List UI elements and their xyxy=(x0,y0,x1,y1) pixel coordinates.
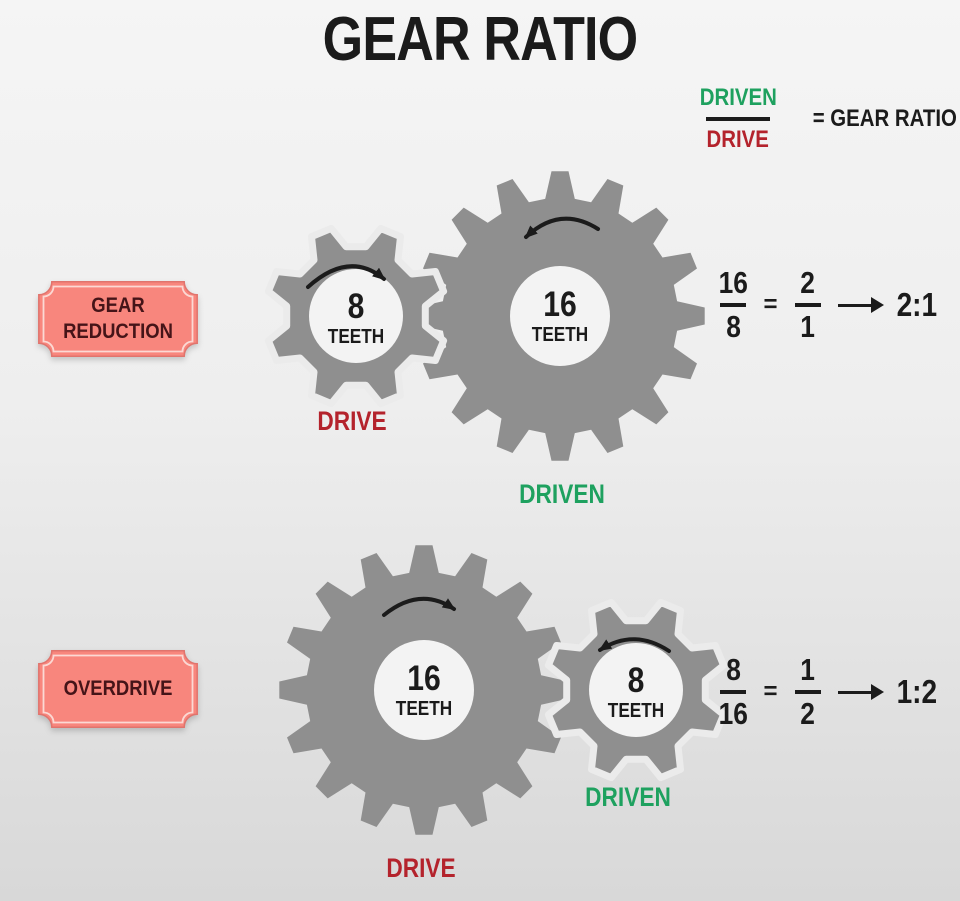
gear-ratio-formula-legend: DRIVEN DRIVE = GEAR RATIO xyxy=(692,84,960,154)
driven-gear-row1-hole xyxy=(510,266,610,366)
rotation-arrow-counterclockwise-row1 xyxy=(524,216,600,239)
drive-gear-row2-hole xyxy=(374,640,474,740)
drive-gear-teeth-row2: 16 TEETH xyxy=(396,661,452,719)
overdrive-plaque xyxy=(38,650,198,728)
drive-gear-teeth-word-row2: TEETH xyxy=(395,698,453,720)
drive-gear-teeth-count-row1: 8 xyxy=(347,287,365,326)
driven-gear-teeth-count-row1: 16 xyxy=(543,285,577,324)
equation-row1: 16 8 = 2 1 2:1 xyxy=(716,255,940,355)
equation-row1-numerator-reduced: 2 xyxy=(800,264,815,300)
equation-row1-fraction-teeth: 16 8 xyxy=(716,264,750,344)
rotation-arrow-counterclockwise-row2 xyxy=(598,637,671,653)
drive-gear-teeth-row1: 8 TEETH xyxy=(328,289,384,347)
implies-arrow-icon xyxy=(837,297,884,313)
driven-label-row2: DRIVEN xyxy=(585,782,671,812)
fraction-bar xyxy=(720,303,747,307)
equation-row2-fraction-teeth: 8 16 xyxy=(716,651,750,731)
legend-fraction-bar xyxy=(706,117,770,121)
equation-row2-denominator: 16 xyxy=(718,695,748,731)
driven-label-row1: DRIVEN xyxy=(519,479,605,509)
drive-gear-row1-hole xyxy=(309,269,403,363)
fraction-bar xyxy=(794,690,821,694)
driven-gear-teeth-word-row2: TEETH xyxy=(607,700,665,722)
drive-gear-teeth-word-row1: TEETH xyxy=(327,326,385,348)
fraction-bar xyxy=(794,303,821,307)
driven-gear-teeth-row2: 8 TEETH xyxy=(608,663,664,721)
implies-arrow-icon xyxy=(837,684,884,700)
legend-driven-label: DRIVEN xyxy=(699,84,777,111)
overdrive-plaque-label: OVERDRIVE xyxy=(63,677,173,700)
rotation-arrow-clockwise-row1 xyxy=(306,264,386,289)
equation-row2-fraction-reduced: 1 2 xyxy=(791,651,825,731)
equation-row1-denominator-reduced: 1 xyxy=(800,308,815,344)
fraction-bar xyxy=(720,690,747,694)
ratio-result-row1: 2:1 xyxy=(896,286,937,323)
equation-row1-denominator: 8 xyxy=(725,308,741,344)
gear-reduction-plaque xyxy=(38,281,198,357)
equation-row2: 8 16 = 1 2 1:2 xyxy=(716,642,940,742)
rotation-arrow-clockwise-row2 xyxy=(382,596,456,617)
driven-gear-teeth-word-row1: TEETH xyxy=(531,324,589,346)
gear-reduction-plaque-label: GEAR REDUCTION xyxy=(63,294,173,344)
driven-gear-row2-hole xyxy=(589,643,683,737)
drive-gear-teeth-count-row2: 16 xyxy=(407,659,441,698)
equation-row2-denominator-reduced: 2 xyxy=(800,695,815,731)
equation-row1-fraction-reduced: 2 1 xyxy=(791,264,825,344)
driven-gear-teeth-count-row2: 8 xyxy=(627,661,645,700)
legend-equals-gear-ratio: = GEAR RATIO xyxy=(812,105,957,132)
equation-row1-numerator: 16 xyxy=(718,264,748,300)
legend-fraction: DRIVEN DRIVE xyxy=(692,84,784,154)
page-title: GEAR RATIO xyxy=(322,5,639,74)
equation-row2-numerator: 8 xyxy=(725,651,741,687)
drive-label-row2: DRIVE xyxy=(386,853,456,883)
drive-label-row1: DRIVE xyxy=(317,406,387,436)
ratio-result-row2: 1:2 xyxy=(896,673,937,710)
equation-row2-numerator-reduced: 1 xyxy=(800,651,815,687)
legend-drive-label: DRIVE xyxy=(706,126,770,153)
equals-sign-row2: = xyxy=(763,678,778,705)
equals-sign-row1: = xyxy=(763,291,778,318)
driven-gear-teeth-row1: 16 TEETH xyxy=(532,287,588,345)
